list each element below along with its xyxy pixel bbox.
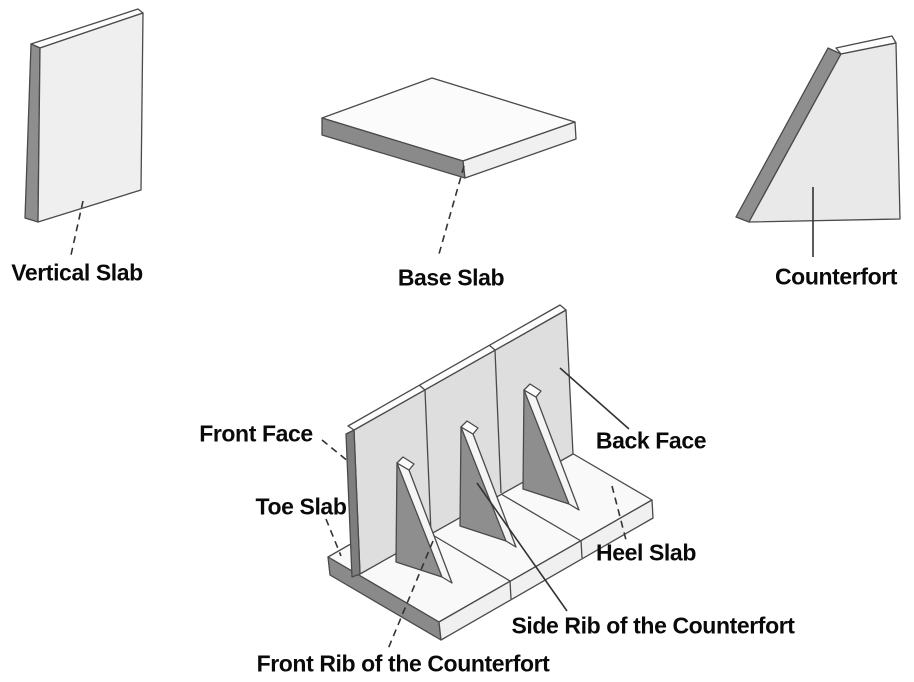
- label-counterfort: Counterfort: [774, 263, 898, 290]
- label-vertical-slab: Vertical Slab: [11, 259, 143, 286]
- counterfort-rib-3: [522, 383, 580, 511]
- side-rib-leader-line: [476, 482, 568, 612]
- base-edge-joint-tick-2: [580, 539, 583, 559]
- label-front-rib: Front Rib of the Counterfort: [256, 650, 550, 677]
- vertical-slab-front-face: [37, 12, 144, 223]
- wall-front-edge-face: [345, 429, 361, 578]
- heel-slab-leader-line: [611, 485, 627, 541]
- rib-1-top-cap: [396, 456, 415, 471]
- leader-lines: [70, 165, 814, 650]
- label-side-rib: Side Rib of the Counterfort: [511, 612, 795, 639]
- rib-2-top-cap: [460, 420, 479, 435]
- counterfort-rib-2: [459, 420, 517, 548]
- label-toe-slab: Toe Slab: [255, 493, 347, 520]
- base-slab-shape: [321, 77, 577, 179]
- label-heel-slab: Heel Slab: [596, 539, 696, 566]
- front-face-leader-line: [321, 439, 350, 463]
- wall-top-face: [347, 304, 567, 431]
- assembled-wall-shape: [327, 304, 654, 641]
- vertical-slab-leader-line: [70, 200, 84, 256]
- front-rib-leader-line: [387, 540, 434, 650]
- label-front-face: Front Face: [199, 420, 313, 447]
- counterfort-rib-1: [395, 456, 453, 584]
- label-back-face: Back Face: [595, 427, 707, 454]
- label-base-slab: Base Slab: [397, 264, 505, 291]
- rib-3-top-cap: [523, 383, 542, 398]
- heel-panel-joint-2: [500, 493, 582, 542]
- base-edge-joint-tick-1: [509, 580, 512, 600]
- wall-top-joint-tick-2: [488, 344, 496, 351]
- heel-panel-joint-1: [430, 533, 511, 582]
- wall-panel-joint-1: [424, 389, 432, 534]
- base-slab-front-right-face: [462, 121, 577, 179]
- wall-panel-joint-2: [494, 349, 502, 494]
- toe-slab-leader-line: [325, 518, 342, 557]
- counterfort-front-face: [748, 42, 901, 223]
- wall-top-joint-tick-1: [418, 384, 426, 391]
- counterfort-shape: [735, 35, 901, 223]
- back-face-leader-line: [559, 367, 630, 430]
- vertical-slab-shape: [24, 8, 144, 223]
- base-slab-leader-line: [438, 165, 465, 255]
